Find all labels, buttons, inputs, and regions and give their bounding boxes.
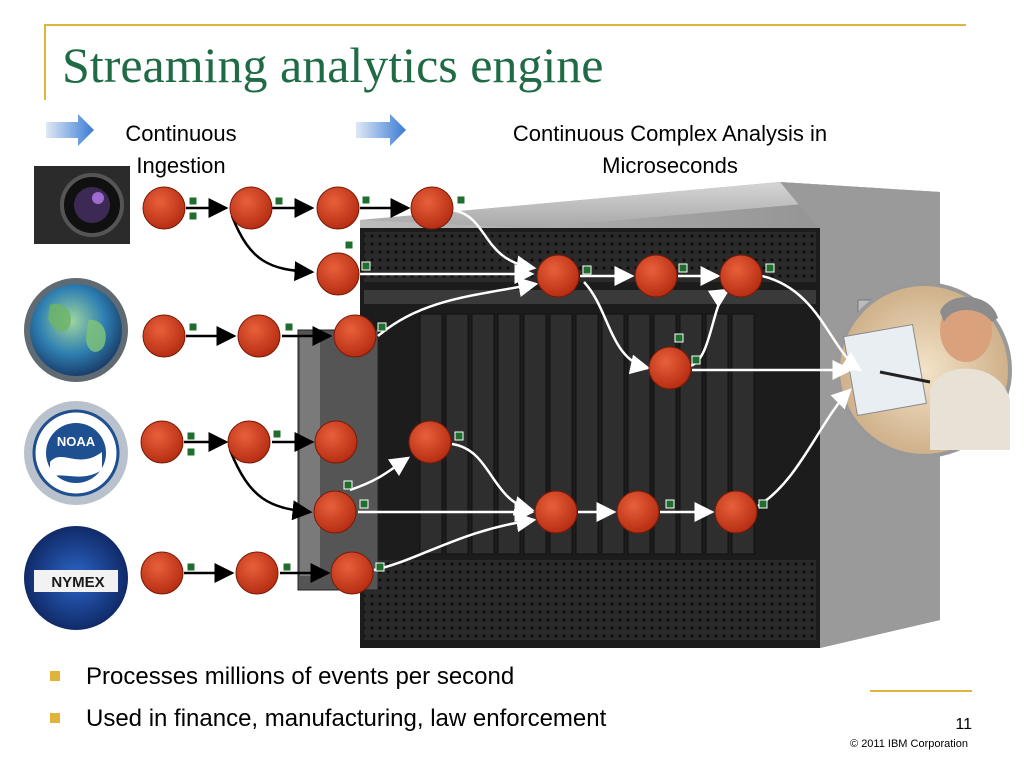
ingestion-label: Continuous Ingestion [96,118,266,182]
bullet-text: Processes millions of events per second [86,663,515,690]
ingestion-edges [184,198,411,583]
processing-nodes [140,186,763,595]
bullet-item: Used in finance, manufacturing, law enfo… [50,698,606,740]
node [536,254,580,298]
node [316,186,360,230]
node [333,314,377,358]
node-ports [186,195,775,572]
noaa-logo: NOAA [24,401,128,505]
node [330,551,374,595]
node [227,420,271,464]
node [142,314,186,358]
node [410,186,454,230]
globe-icon [24,278,128,382]
node [634,254,678,298]
node [616,490,660,534]
streaming-diagram: NOAA NYMEX [24,114,1012,648]
bullet-square-icon [50,671,60,681]
node [237,314,281,358]
page-number: 11 [955,716,972,733]
ingestion-arrow-icon [46,114,94,146]
analysis-label-line-1: Continuous Complex Analysis in [512,121,828,146]
node [140,420,184,464]
node [714,490,758,534]
node [316,252,360,296]
frame-top-rule [44,24,966,26]
footer-rule [870,690,972,692]
frame-left-rule [44,24,46,100]
node [313,490,357,534]
node [140,551,184,595]
node [314,420,358,464]
analyst-photo [836,282,1012,458]
node [719,254,763,298]
ingestion-label-line-2: Ingestion [136,153,226,178]
node [142,186,186,230]
node [534,490,578,534]
ingestion-label-line-1: Continuous [125,121,237,146]
noaa-logo-text: NOAA [57,434,96,449]
slide-title: Streaming analytics engine [62,37,604,93]
analysis-edges [349,208,863,572]
analysis-label-line-2: Microseconds [602,153,738,178]
bullet-item: Processes millions of events per second [50,656,606,698]
bullet-square-icon [50,713,60,723]
bullet-list: Processes millions of events per second … [50,656,606,740]
node [229,186,273,230]
copyright-notice: © 2011 IBM Corporation [850,738,968,750]
analysis-arrow-icon [356,114,406,146]
node [648,346,692,390]
nymex-logo: NYMEX [24,526,128,630]
blade-server-rack [297,182,940,648]
bullet-text: Used in finance, manufacturing, law enfo… [86,705,607,732]
analysis-label: Continuous Complex Analysis in Microseco… [470,118,870,182]
nymex-logo-text: NYMEX [51,574,104,591]
node [408,420,452,464]
node [235,551,279,595]
camera-icon [34,166,130,244]
